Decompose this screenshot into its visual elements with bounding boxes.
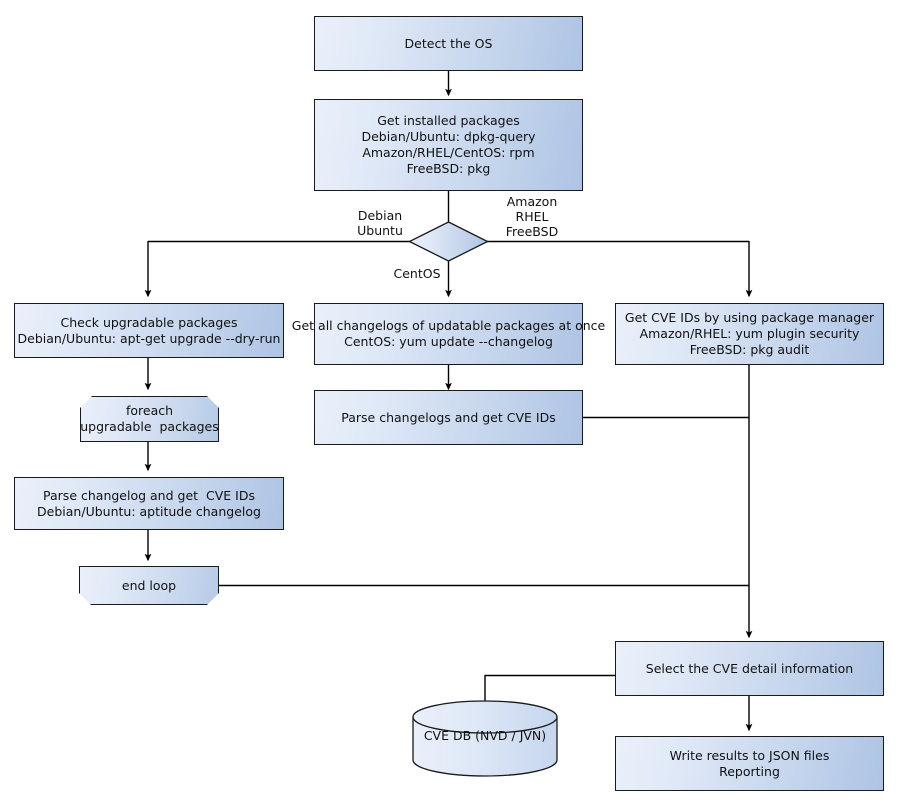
node-end-loop[interactable]: end loop — [79, 566, 219, 605]
node-cve-db[interactable]: CVE DB (NVD / JVN) — [413, 728, 557, 748]
edge-label-centos: CentOS — [393, 266, 441, 281]
node-parse-changelog-single-line1: Parse changelog and get CVE IDs — [43, 487, 255, 503]
edge-label-amazon-rhel-freebsd: Amazon RHEL FreeBSD — [505, 194, 559, 239]
node-get-cve-ids-package-manager-line2: Amazon/RHEL: yum plugin security — [639, 326, 860, 341]
node-write-results-line1: Write results to JSON files — [669, 747, 830, 763]
node-parse-changelogs-multi-label: Parse changelogs and get CVE IDs — [341, 409, 556, 425]
node-foreach-loop-start-line2: upgradable packages — [80, 419, 219, 434]
node-get-cve-ids-package-manager-line3: FreeBSD: pkg audit — [689, 342, 810, 357]
node-foreach-loop-start-line1: foreach — [125, 403, 174, 418]
node-cve-db-label: CVE DB (NVD / JVN) — [423, 728, 547, 743]
node-parse-changelogs-multi[interactable]: Parse changelogs and get CVE IDs — [314, 390, 583, 445]
node-check-upgradable-packages[interactable]: Check upgradable packages Debian/Ubuntu:… — [14, 303, 284, 358]
node-foreach-loop-start[interactable]: foreach upgradable packages — [80, 396, 219, 442]
node-get-installed-packages-line2: Debian/Ubuntu: dpkg-query — [361, 129, 536, 144]
os-decision-diamond — [408, 221, 489, 262]
node-get-cve-ids-package-manager-line1: Get CVE IDs by using package manager — [624, 310, 875, 325]
node-detect-os-label: Detect the OS — [404, 35, 493, 51]
node-get-installed-packages-line1: Get installed packages — [377, 113, 520, 128]
node-write-results-line2: Reporting — [719, 763, 780, 779]
node-detect-os[interactable]: Detect the OS — [314, 16, 583, 71]
node-get-installed-packages[interactable]: Get installed packages Debian/Ubuntu: dp… — [314, 99, 583, 191]
node-check-upgradable-packages-line1: Check upgradable packages — [60, 314, 238, 330]
node-parse-changelog-single-line2: Debian/Ubuntu: aptitude changelog — [37, 503, 261, 519]
node-get-installed-packages-line4: FreeBSD: pkg — [406, 161, 491, 176]
node-get-all-changelogs-line2: CentOS: yum update --changelog — [344, 334, 553, 349]
node-parse-changelog-single[interactable]: Parse changelog and get CVE IDs Debian/U… — [14, 477, 284, 530]
node-get-all-changelogs-line1: Get all changelogs of updatable packages… — [291, 318, 606, 333]
node-select-cve-detail-label: Select the CVE detail information — [645, 660, 854, 676]
node-select-cve-detail[interactable]: Select the CVE detail information — [615, 641, 884, 696]
node-end-loop-label: end loop — [121, 577, 177, 593]
edge-label-debian-ubuntu: Debian Ubuntu — [357, 208, 403, 238]
node-get-installed-packages-line3: Amazon/RHEL/CentOS: rpm — [362, 145, 535, 160]
node-check-upgradable-packages-line2: Debian/Ubuntu: apt-get upgrade --dry-run — [17, 330, 281, 346]
node-write-results[interactable]: Write results to JSON files Reporting — [615, 736, 884, 791]
node-get-cve-ids-package-manager[interactable]: Get CVE IDs by using package manager Ama… — [615, 303, 884, 365]
node-get-all-changelogs[interactable]: Get all changelogs of updatable packages… — [292, 303, 605, 365]
